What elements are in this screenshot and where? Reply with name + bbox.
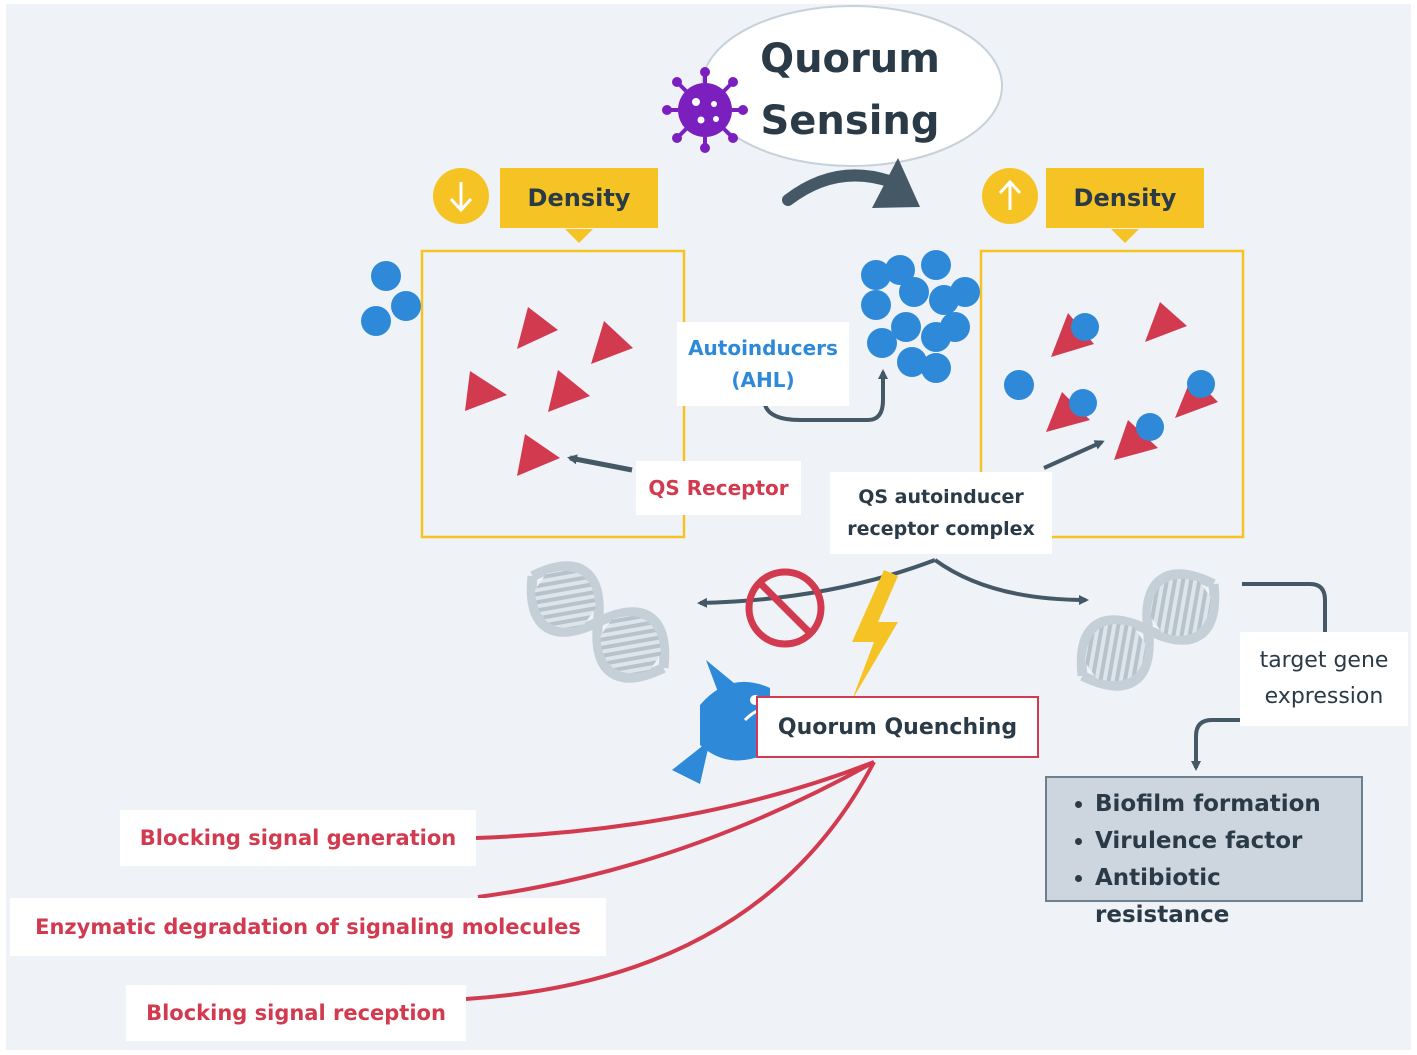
- complex-label-line-2: receptor complex: [847, 518, 1035, 540]
- strategy-enzymatic-degradation: Enzymatic degradation of signaling molec…: [10, 898, 606, 956]
- qs-receptors: [465, 307, 633, 476]
- receptor-pointer-arrow: [567, 454, 633, 473]
- quorum-quenching-label: Quorum Quenching: [756, 696, 1039, 758]
- autoinducer-molecule: [371, 261, 401, 291]
- density-low-label: Density: [500, 168, 658, 228]
- target-connector-bottom: [1191, 718, 1240, 771]
- target-connector-top: [1242, 582, 1327, 632]
- dna-icon: [526, 561, 670, 683]
- complex-label-line-1: QS autoinducer: [858, 486, 1024, 508]
- complex-pointer-arrow: [1043, 440, 1105, 470]
- title-line-2: Sensing: [760, 98, 940, 144]
- bacterium-icon: [662, 67, 748, 153]
- prohibited-icon: [745, 568, 825, 648]
- complex-label: QS autoinducer receptor complex: [830, 472, 1052, 554]
- density-high-label: Density: [1046, 168, 1204, 228]
- outcome-item: Biofilm formation: [1095, 786, 1361, 823]
- high-density-cell: [979, 249, 1245, 539]
- target-gene-label: target gene expression: [1240, 632, 1408, 726]
- strategy-blocking-generation: Blocking signal generation: [120, 810, 476, 866]
- autoinducer-molecule: [361, 306, 391, 336]
- autoinducers-label-line-2: (AHL): [731, 368, 795, 392]
- strategy-blocking-reception: Blocking signal reception: [126, 985, 466, 1041]
- receptor-complexes: [1004, 302, 1218, 460]
- down-arrow-icon: [433, 168, 489, 224]
- density-low-pointer: [565, 229, 593, 243]
- title-line-1: Quorum: [760, 36, 940, 82]
- up-arrow-icon: [982, 168, 1038, 224]
- lightning-icon: [852, 570, 898, 700]
- outcome-item: Virulence factor: [1095, 823, 1361, 860]
- page-title: Quorum Sensing: [730, 28, 970, 152]
- target-gene-label-line-1: target gene: [1259, 648, 1389, 673]
- qs-receptor-label: QS Receptor: [636, 461, 801, 515]
- target-gene-label-line-2: expression: [1264, 684, 1384, 709]
- autoinducer-arrow: [763, 369, 888, 422]
- dna-icon: [1076, 569, 1220, 691]
- transition-arrowhead: [872, 158, 920, 208]
- outcomes-list: Biofilm formation Virulence factor Antib…: [1045, 776, 1363, 928]
- autoinducer-molecule: [391, 291, 421, 321]
- outcome-item: Antibiotic resistance: [1095, 860, 1361, 934]
- fish-icon: [672, 660, 771, 784]
- density-high-pointer: [1111, 229, 1139, 243]
- autoinducer-cluster: [861, 250, 980, 383]
- autoinducers-label-line-1: Autoinducers: [688, 336, 838, 360]
- quenching-links: [465, 760, 876, 1001]
- blocked-branch-arrow: [697, 558, 936, 608]
- autoinducers-label: Autoinducers (AHL): [677, 322, 849, 406]
- expression-branch-arrow: [933, 558, 1089, 605]
